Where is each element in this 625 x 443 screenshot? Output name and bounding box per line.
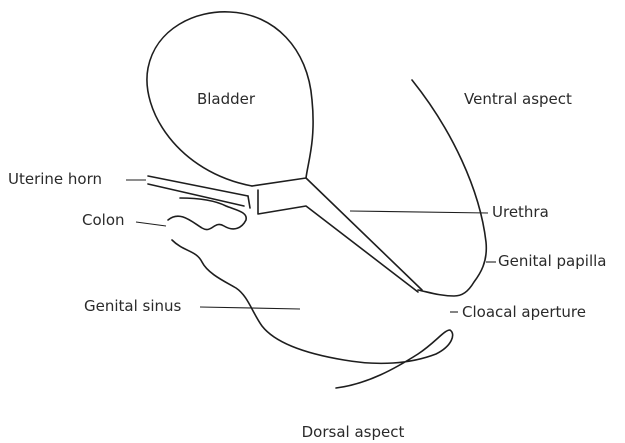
ventral-aspect-label: Ventral aspect bbox=[464, 90, 572, 108]
colon-leader bbox=[136, 222, 166, 226]
urethra-upper-wall bbox=[252, 178, 422, 290]
genital-sinus-leader bbox=[200, 307, 300, 309]
uterine-horn-cap bbox=[248, 196, 250, 208]
dorsal-aspect-label: Dorsal aspect bbox=[302, 423, 405, 441]
urethra-leader bbox=[350, 211, 488, 213]
uterine-horn-label: Uterine horn bbox=[8, 170, 102, 188]
colon-label: Colon bbox=[82, 211, 125, 229]
genital-papilla-label: Genital papilla bbox=[498, 252, 606, 270]
genital-sinus-label: Genital sinus bbox=[84, 297, 182, 315]
urethra-label: Urethra bbox=[492, 203, 549, 221]
colon-outline bbox=[168, 198, 246, 230]
cloacal-aperture-label: Cloacal aperture bbox=[462, 303, 586, 321]
urethra-lower-wall bbox=[258, 190, 418, 292]
uterine-horn-lower bbox=[148, 184, 244, 206]
ventral-body-wall bbox=[412, 80, 486, 296]
uterine-horn-upper bbox=[148, 176, 248, 196]
genital-sinus-wall bbox=[172, 240, 453, 388]
bladder-label: Bladder bbox=[197, 90, 256, 108]
